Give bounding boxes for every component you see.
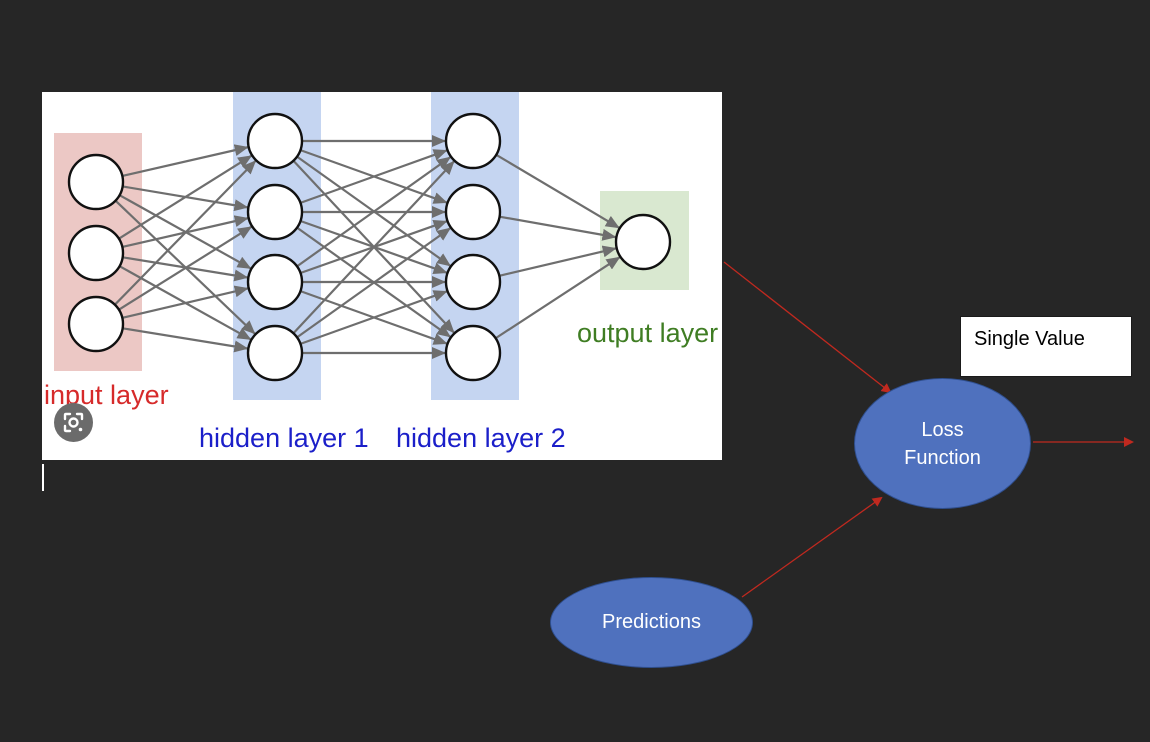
- hidden-layer-1-label: hidden layer 1: [199, 423, 369, 453]
- connection-edge: [300, 290, 448, 345]
- neural-network-image: input layer output layer hidden layer 1 …: [42, 92, 722, 460]
- network-drawing: [54, 92, 689, 400]
- loss-function-line1: Loss: [921, 418, 964, 441]
- predictions-to-loss-arrow: [741, 496, 883, 598]
- connection-edge: [122, 144, 249, 178]
- single-value-box[interactable]: Single Value: [960, 316, 1132, 377]
- hidden1-neuron: [246, 112, 304, 170]
- network-to-loss-arrow: [723, 261, 892, 394]
- hidden2-neuron: [444, 183, 502, 241]
- hidden2-neuron: [444, 112, 502, 170]
- loss-function-line2: Function: [904, 446, 981, 469]
- connection-edge: [122, 285, 249, 319]
- hidden1-neuron: [246, 253, 304, 311]
- input-neuron: [67, 224, 125, 282]
- input-neuron: [67, 295, 125, 353]
- input-neuron: [67, 153, 125, 211]
- hidden2-neuron: [444, 324, 502, 382]
- connection-edge: [292, 160, 455, 335]
- hidden2-neuron: [444, 253, 502, 311]
- output-layer-label: output layer: [577, 318, 719, 348]
- connection-edge: [495, 256, 621, 340]
- predictions-node[interactable]: Predictions: [550, 577, 753, 668]
- connection-edge: [296, 156, 452, 268]
- loss-function-node[interactable]: Loss Function: [854, 378, 1031, 509]
- connection-edge: [495, 153, 620, 229]
- connection-edge: [118, 225, 253, 311]
- connection-edge: [118, 154, 253, 240]
- hidden-layer-2-label: hidden layer 2: [396, 423, 566, 453]
- google-lens-icon[interactable]: [54, 403, 93, 442]
- connection-edge: [114, 160, 257, 306]
- predictions-label: Predictions: [602, 611, 701, 633]
- hidden1-neuron: [246, 324, 304, 382]
- hidden1-neuron: [246, 183, 304, 241]
- connection-edge: [499, 245, 617, 277]
- text-cursor: [42, 464, 44, 491]
- single-value-label: Single Value: [974, 328, 1085, 350]
- output-neuron: [614, 213, 672, 271]
- connection-edge: [296, 227, 452, 339]
- connection-edge: [499, 215, 617, 241]
- connection-edge: [300, 149, 448, 204]
- connection-edge: [122, 327, 249, 353]
